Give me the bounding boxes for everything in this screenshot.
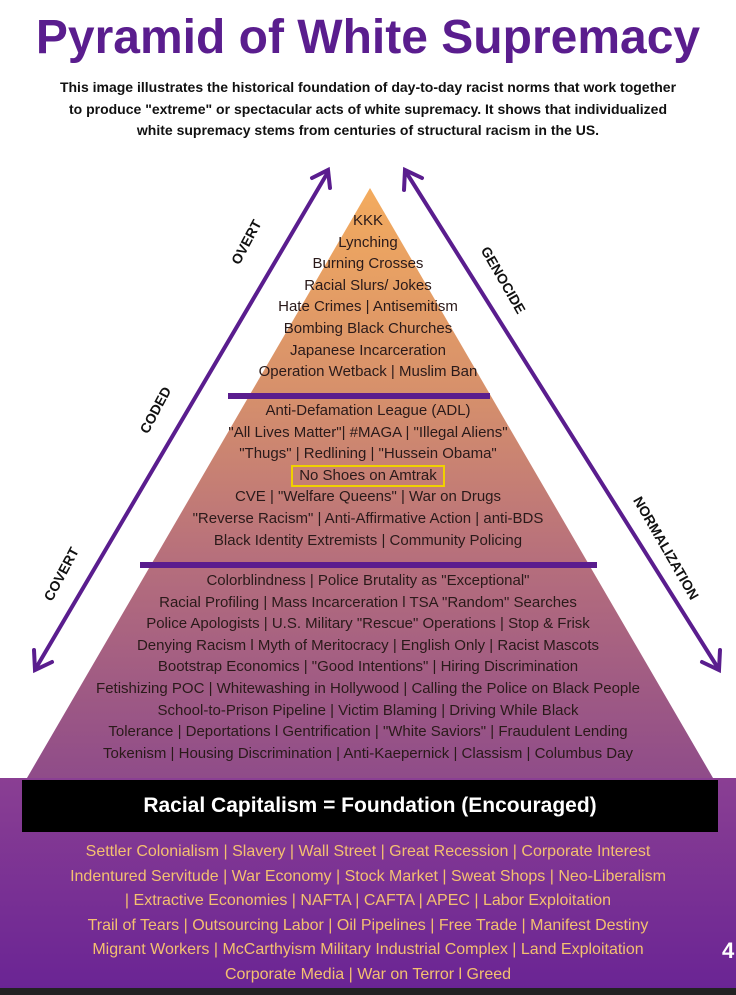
right-arrow-head-top (402, 166, 424, 192)
tier-item: KKK (352, 212, 383, 229)
left-arrow-head-top (310, 166, 332, 190)
tier-item: CVE | "Welfare Queens" | War on Drugs (234, 488, 502, 506)
foundation-item: Trail of Tears | Outsourcing Labor | Oil… (87, 916, 649, 934)
divider-top (228, 393, 490, 399)
bottom-strip (0, 988, 736, 995)
tier-item: Police Apologists | U.S. Military "Rescu… (146, 615, 590, 633)
page-title: Pyramid of White Supremacy (35, 11, 701, 64)
tier-item: "All Lives Matter"| #MAGA | "Illegal Ali… (228, 423, 508, 441)
foundation-item: Settler Colonialism | Slavery | Wall Str… (85, 843, 651, 860)
tier-item: "Thugs" | Redlining | "Hussein Obama" (239, 445, 497, 463)
divider-middle (140, 562, 597, 568)
highlighted-item: No Shoes on Amtrak (291, 464, 445, 487)
tier-item: School-to-Prison Pipeline | Victim Blami… (157, 701, 579, 719)
tier-item: Denying Racism l Myth of Meritocracy | E… (136, 636, 600, 654)
foundation-title: Racial Capitalism = Foundation (Encourag… (22, 780, 718, 832)
subtitle-line: white supremacy stems from centuries of … (136, 122, 600, 138)
tier-item: Burning Crosses (312, 255, 424, 273)
foundation-item: | Extractive Economies | NAFTA | CAFTA |… (124, 892, 612, 910)
tier-item: Lynching (338, 233, 398, 251)
foundation-list: Settler Colonialism | Slavery | Wall Str… (0, 840, 736, 988)
left-arrow-head-bottom (32, 648, 54, 674)
tier-coded: Anti-Defamation League (ADL) "All Lives … (0, 400, 736, 551)
tier-item: Tokenism | Housing Discrimination | Anti… (103, 744, 633, 762)
tier-item: Bombing Black Churches (283, 319, 453, 337)
tier-item: Tolerance | Deportations l Gentrificatio… (108, 723, 628, 741)
tier-covert: Colorblindness | Police Brutality as "Ex… (0, 570, 736, 764)
tier-item: Hate Crimes | Antisemitism (278, 298, 458, 316)
tier-item: Colorblindness | Police Brutality as "Ex… (206, 572, 530, 589)
tier-item: Racial Profiling | Mass Incarceration l … (159, 593, 577, 611)
tier-item: Racial Slurs/ Jokes (304, 276, 432, 294)
page-number: 4 (722, 938, 735, 963)
left-arrow-line (34, 170, 330, 670)
foundation-item: Migrant Workers | McCarthyism Military I… (92, 941, 644, 959)
tier-item: "Reverse Racism" | Anti-Affirmative Acti… (192, 509, 544, 527)
subtitle: This image illustrates the historical fo… (0, 77, 736, 142)
tier-item: Bootstrap Economics | "Good Intentions" … (157, 658, 579, 676)
tier-item: Black Identity Extremists | Community Po… (213, 531, 523, 549)
tier-item: Anti-Defamation League (ADL) (265, 402, 471, 419)
tier-item: Japanese Incarceration (290, 341, 446, 359)
tier-item: Operation Wetback | Muslim Ban (258, 363, 478, 381)
tier-item: Fetishizing POC | Whitewashing in Hollyw… (96, 679, 640, 697)
foundation-item: Corporate Media | War on Terror l Greed (224, 965, 512, 983)
right-arrow-line (404, 170, 720, 670)
subtitle-line: to produce "extreme" or spectacular acts… (68, 100, 668, 117)
right-arrow-head-bottom (700, 648, 722, 674)
foundation-item: Indentured Servitude | War Economy | Sto… (70, 867, 666, 885)
subtitle-line: This image illustrates the historical fo… (59, 79, 677, 95)
tier-overt: KKK Lynching Burning Crosses Racial Slur… (0, 210, 736, 383)
